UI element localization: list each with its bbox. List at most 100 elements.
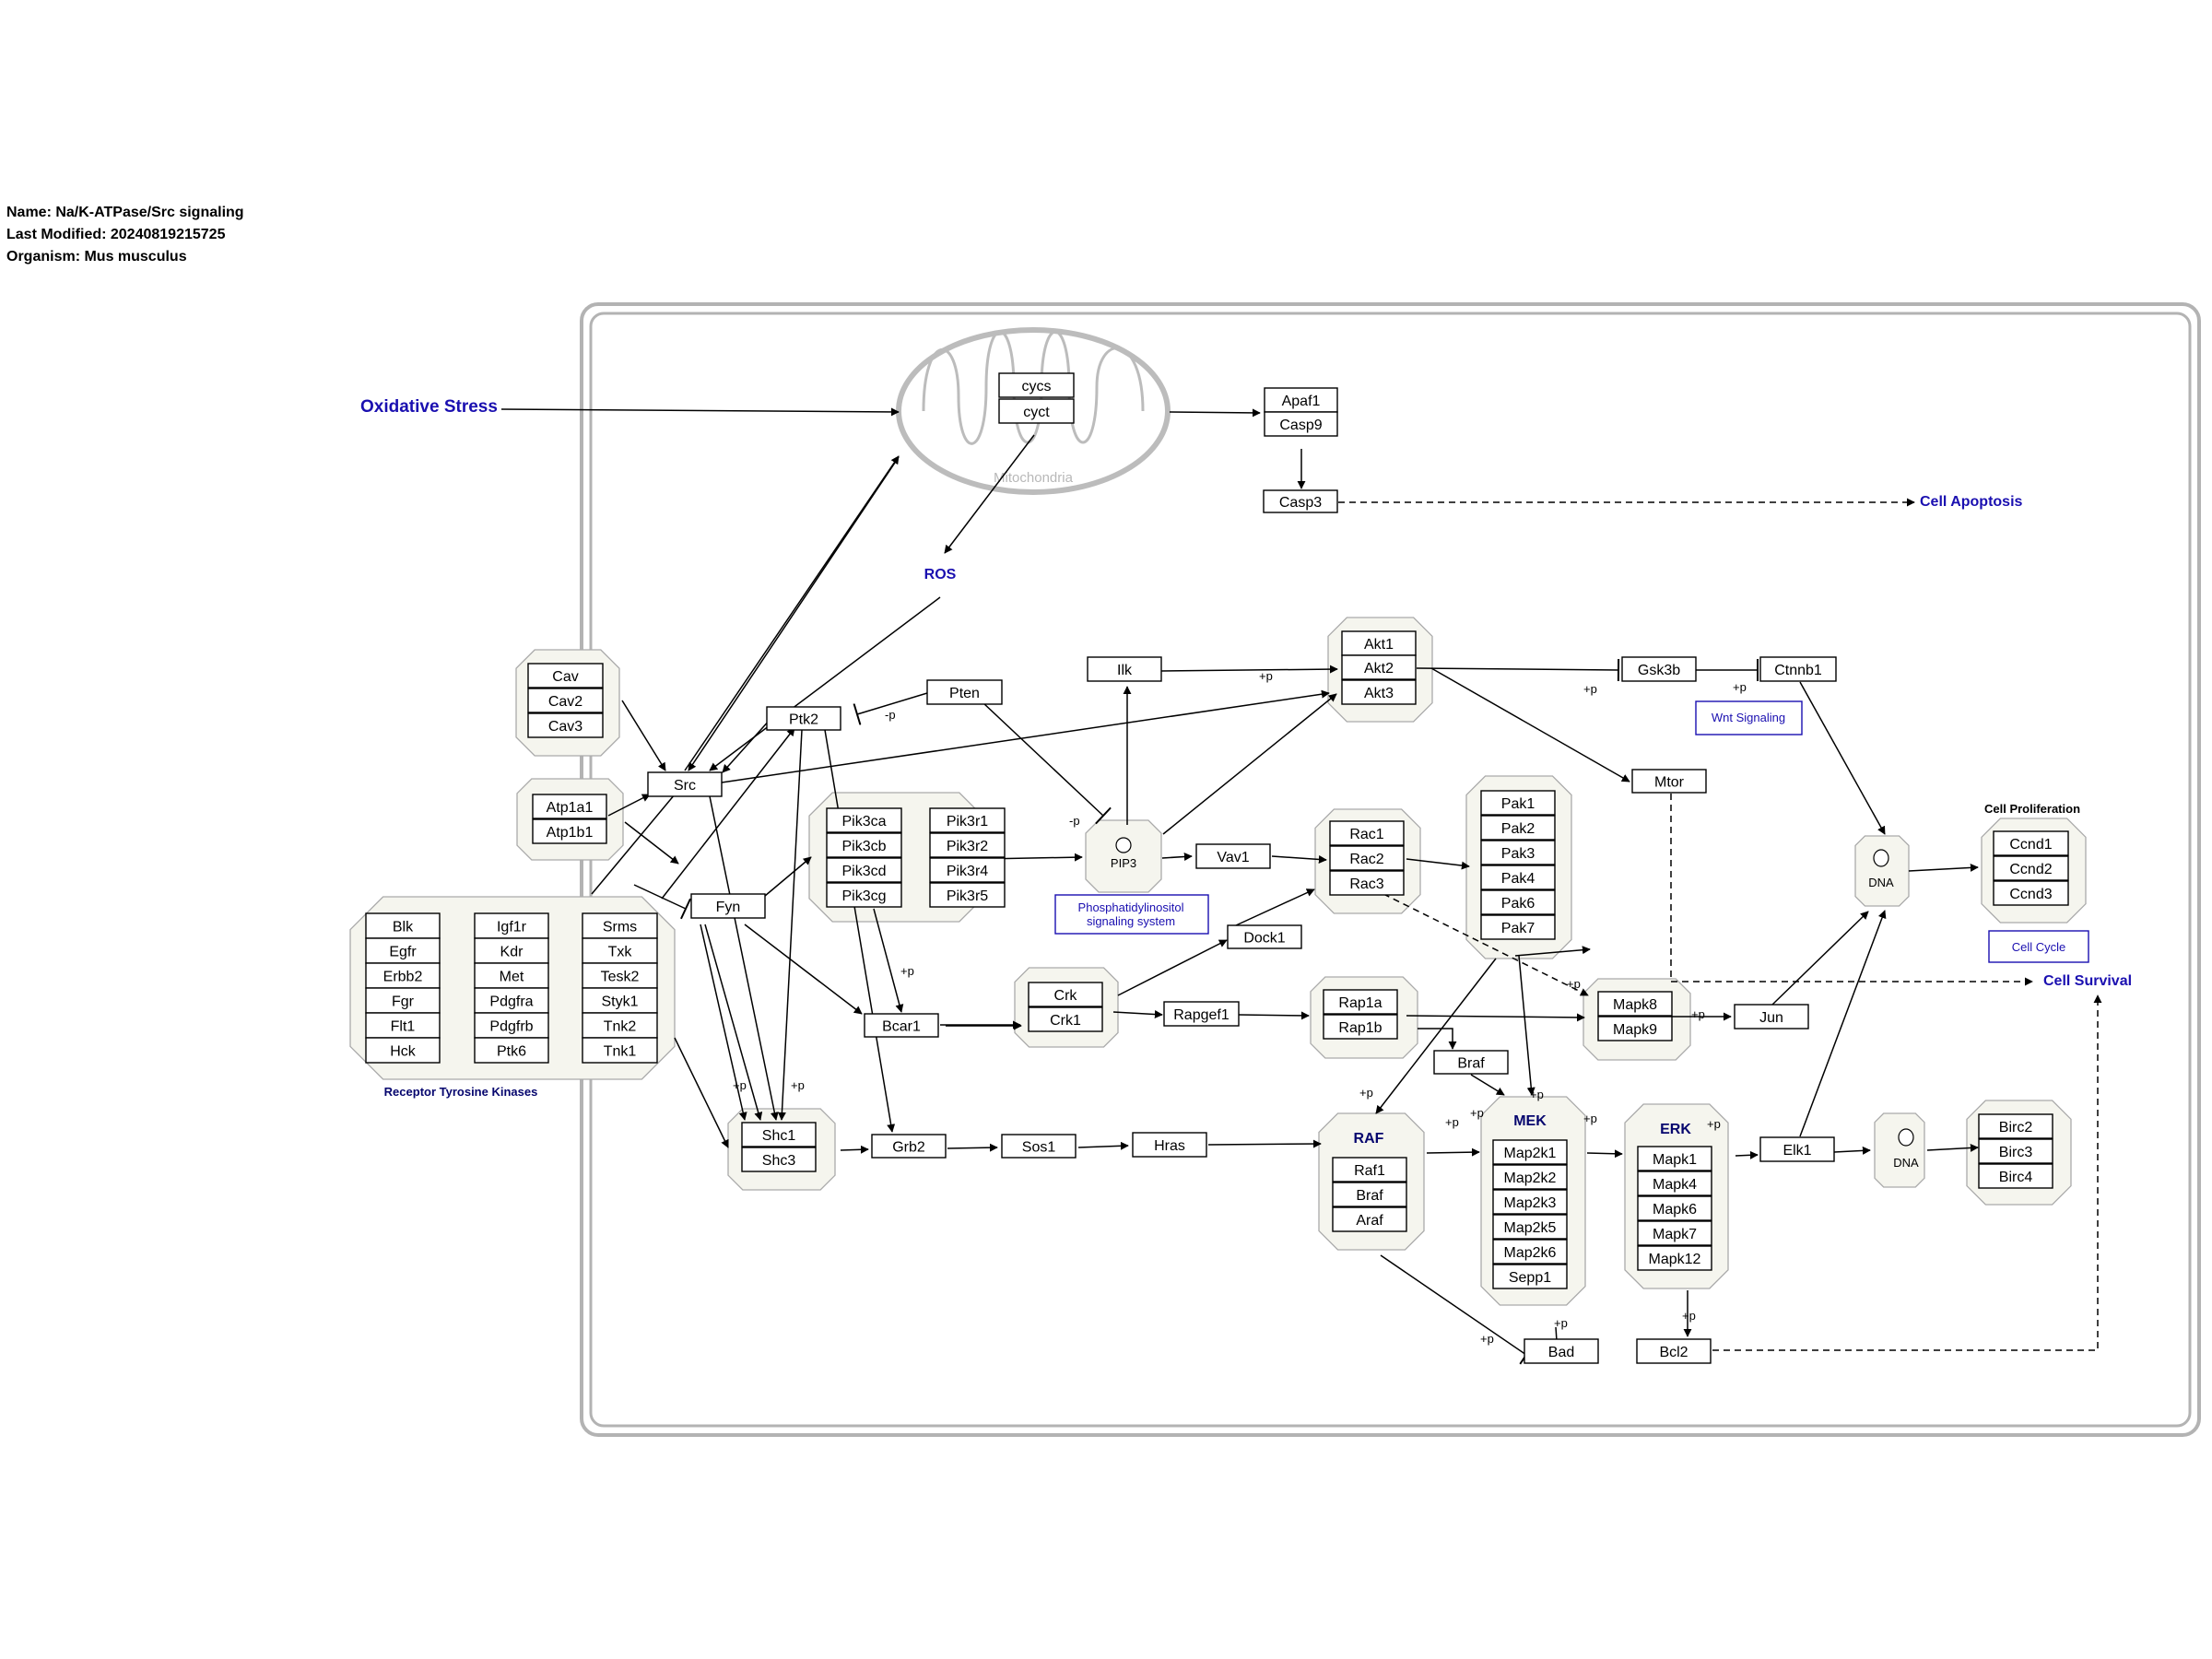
gene-box-map2k5[interactable]: Map2k5 bbox=[1492, 1214, 1568, 1240]
gene-box-braf[interactable]: Braf bbox=[1332, 1182, 1407, 1207]
gene-box-rac1[interactable]: Rac1 bbox=[1329, 820, 1405, 846]
gene-box-crk[interactable]: Crk bbox=[1028, 982, 1103, 1007]
gene-box-grb2[interactable]: Grb2 bbox=[871, 1134, 947, 1159]
gene-box-pak2[interactable]: Pak2 bbox=[1480, 815, 1556, 841]
gene-box-rac3[interactable]: Rac3 bbox=[1329, 870, 1405, 896]
gene-box-cav2[interactable]: Cav2 bbox=[527, 688, 604, 713]
gene-box-mapk7[interactable]: Mapk7 bbox=[1637, 1220, 1712, 1246]
gene-box-bad[interactable]: Bad bbox=[1524, 1338, 1599, 1364]
gene-box-casp3[interactable]: Casp3 bbox=[1263, 489, 1338, 513]
gene-box-hck[interactable]: Hck bbox=[365, 1037, 441, 1064]
gene-box-ccnd3[interactable]: Ccnd3 bbox=[1993, 880, 2069, 906]
gene-box-map2k1[interactable]: Map2k1 bbox=[1492, 1139, 1568, 1165]
gene-box-tesk2[interactable]: Tesk2 bbox=[582, 962, 658, 989]
gene-label: Pik3cd bbox=[841, 864, 886, 879]
gene-box-ilk[interactable]: Ilk bbox=[1087, 656, 1162, 682]
gene-box-birc4[interactable]: Birc4 bbox=[1978, 1163, 2053, 1189]
gene-box-txk[interactable]: Txk bbox=[582, 937, 658, 964]
gene-box-hras[interactable]: Hras bbox=[1132, 1132, 1207, 1158]
gene-box-tnk1[interactable]: Tnk1 bbox=[582, 1037, 658, 1064]
gene-box-map2k3[interactable]: Map2k3 bbox=[1492, 1189, 1568, 1215]
gene-box-jun[interactable]: Jun bbox=[1734, 1004, 1809, 1030]
gene-box-sos1[interactable]: Sos1 bbox=[1001, 1134, 1077, 1159]
gene-box-pak4[interactable]: Pak4 bbox=[1480, 865, 1556, 890]
gene-box-pik3r2[interactable]: Pik3r2 bbox=[929, 832, 1006, 858]
gene-box-ctnnb1[interactable]: Ctnnb1 bbox=[1759, 656, 1837, 682]
gene-box-styk1[interactable]: Styk1 bbox=[582, 987, 658, 1014]
gene-box-erbb2[interactable]: Erbb2 bbox=[365, 962, 441, 989]
gene-box-elk1[interactable]: Elk1 bbox=[1759, 1136, 1835, 1162]
gene-box-src[interactable]: Src bbox=[647, 771, 723, 797]
gene-box-fgr[interactable]: Fgr bbox=[365, 987, 441, 1014]
gene-box-casp9[interactable]: Casp9 bbox=[1264, 411, 1338, 437]
gene-box-pdgfra[interactable]: Pdgfra bbox=[474, 987, 549, 1014]
gene-box-kdr[interactable]: Kdr bbox=[474, 937, 549, 964]
gene-box-cyct[interactable]: cyct bbox=[998, 398, 1075, 424]
gene-box-ptk2[interactable]: Ptk2 bbox=[766, 706, 841, 731]
gene-box-cycs[interactable]: cycs bbox=[998, 372, 1075, 398]
activation-edge bbox=[1235, 888, 1315, 926]
gene-box-cav3[interactable]: Cav3 bbox=[527, 712, 604, 738]
gene-box-sepp1[interactable]: Sepp1 bbox=[1492, 1264, 1568, 1289]
gene-box-akt1[interactable]: Akt1 bbox=[1341, 630, 1417, 656]
gene-box-map2k2[interactable]: Map2k2 bbox=[1492, 1164, 1568, 1190]
gene-box-met[interactable]: Met bbox=[474, 962, 549, 989]
gene-box-igf1r[interactable]: Igf1r bbox=[474, 912, 549, 939]
gene-box-rap1b[interactable]: Rap1b bbox=[1323, 1014, 1398, 1040]
gene-box-akt2[interactable]: Akt2 bbox=[1341, 654, 1417, 680]
gene-box-mapk9[interactable]: Mapk9 bbox=[1597, 1016, 1673, 1041]
gene-box-tnk2[interactable]: Tnk2 bbox=[582, 1012, 658, 1039]
gene-box-mapk8[interactable]: Mapk8 bbox=[1597, 991, 1673, 1017]
gene-box-pik3r1[interactable]: Pik3r1 bbox=[929, 807, 1006, 833]
gene-box-rapgef1[interactable]: Rapgef1 bbox=[1163, 1001, 1240, 1027]
gene-box-pak7[interactable]: Pak7 bbox=[1480, 914, 1556, 940]
gene-box-birc2[interactable]: Birc2 bbox=[1978, 1113, 2053, 1139]
gene-box-crk1[interactable]: Crk1 bbox=[1028, 1006, 1103, 1032]
gene-box-egfr[interactable]: Egfr bbox=[365, 937, 441, 964]
gene-box-mapk1[interactable]: Mapk1 bbox=[1637, 1146, 1712, 1171]
gene-box-flt1[interactable]: Flt1 bbox=[365, 1012, 441, 1039]
gene-box-apaf1[interactable]: Apaf1 bbox=[1264, 387, 1338, 413]
gene-box-rac2[interactable]: Rac2 bbox=[1329, 845, 1405, 871]
gene-box-raf1[interactable]: Raf1 bbox=[1332, 1157, 1407, 1182]
gene-box-akt3[interactable]: Akt3 bbox=[1341, 679, 1417, 705]
gene-box-vav1[interactable]: Vav1 bbox=[1195, 843, 1271, 869]
gene-box-shc1[interactable]: Shc1 bbox=[741, 1122, 817, 1147]
gene-box-ccnd2[interactable]: Ccnd2 bbox=[1993, 855, 2069, 881]
gene-box-pik3cd[interactable]: Pik3cd bbox=[826, 857, 902, 883]
gene-box-srms[interactable]: Srms bbox=[582, 912, 658, 939]
gene-box-fyn[interactable]: Fyn bbox=[690, 893, 766, 919]
gene-box-ccnd1[interactable]: Ccnd1 bbox=[1993, 830, 2069, 856]
gene-box-mapk6[interactable]: Mapk6 bbox=[1637, 1195, 1712, 1221]
gene-box-rap1a[interactable]: Rap1a bbox=[1323, 989, 1398, 1015]
gene-box-araf[interactable]: Araf bbox=[1332, 1206, 1407, 1232]
gene-box-pik3cb[interactable]: Pik3cb bbox=[826, 832, 902, 858]
gene-box-mapk12[interactable]: Mapk12 bbox=[1637, 1245, 1712, 1271]
gene-box-map2k6[interactable]: Map2k6 bbox=[1492, 1239, 1568, 1265]
gene-box-mtor[interactable]: Mtor bbox=[1631, 769, 1707, 794]
gene-box-pik3r5[interactable]: Pik3r5 bbox=[929, 882, 1006, 908]
gene-box-gsk3b[interactable]: Gsk3b bbox=[1621, 656, 1697, 682]
gene-box-blk[interactable]: Blk bbox=[365, 912, 441, 939]
gene-box-dock1[interactable]: Dock1 bbox=[1227, 924, 1302, 949]
gene-box-bcl2[interactable]: Bcl2 bbox=[1636, 1338, 1712, 1364]
gene-label: Pak2 bbox=[1501, 821, 1535, 837]
gene-box-pten[interactable]: Pten bbox=[926, 679, 1003, 705]
gene-box-braf_single[interactable]: Braf bbox=[1433, 1050, 1509, 1075]
gene-box-shc3[interactable]: Shc3 bbox=[741, 1147, 817, 1172]
gene-box-mapk4[interactable]: Mapk4 bbox=[1637, 1171, 1712, 1196]
gene-box-bcar1[interactable]: Bcar1 bbox=[864, 1013, 939, 1038]
gene-box-cav[interactable]: Cav bbox=[527, 663, 604, 688]
gene-box-pik3r4[interactable]: Pik3r4 bbox=[929, 857, 1006, 883]
gene-box-pak6[interactable]: Pak6 bbox=[1480, 889, 1556, 915]
gene-box-pik3cg[interactable]: Pik3cg bbox=[826, 882, 902, 908]
gene-label: Rac1 bbox=[1349, 827, 1383, 842]
gene-box-pak3[interactable]: Pak3 bbox=[1480, 840, 1556, 865]
gene-box-birc3[interactable]: Birc3 bbox=[1978, 1138, 2053, 1164]
gene-box-pik3ca[interactable]: Pik3ca bbox=[826, 807, 902, 833]
gene-box-pak1[interactable]: Pak1 bbox=[1480, 790, 1556, 816]
gene-box-pdgfrb[interactable]: Pdgfrb bbox=[474, 1012, 549, 1039]
gene-box-ptk6[interactable]: Ptk6 bbox=[474, 1037, 549, 1064]
gene-box-atp1b1[interactable]: Atp1b1 bbox=[532, 818, 607, 844]
gene-box-atp1a1[interactable]: Atp1a1 bbox=[532, 794, 607, 819]
